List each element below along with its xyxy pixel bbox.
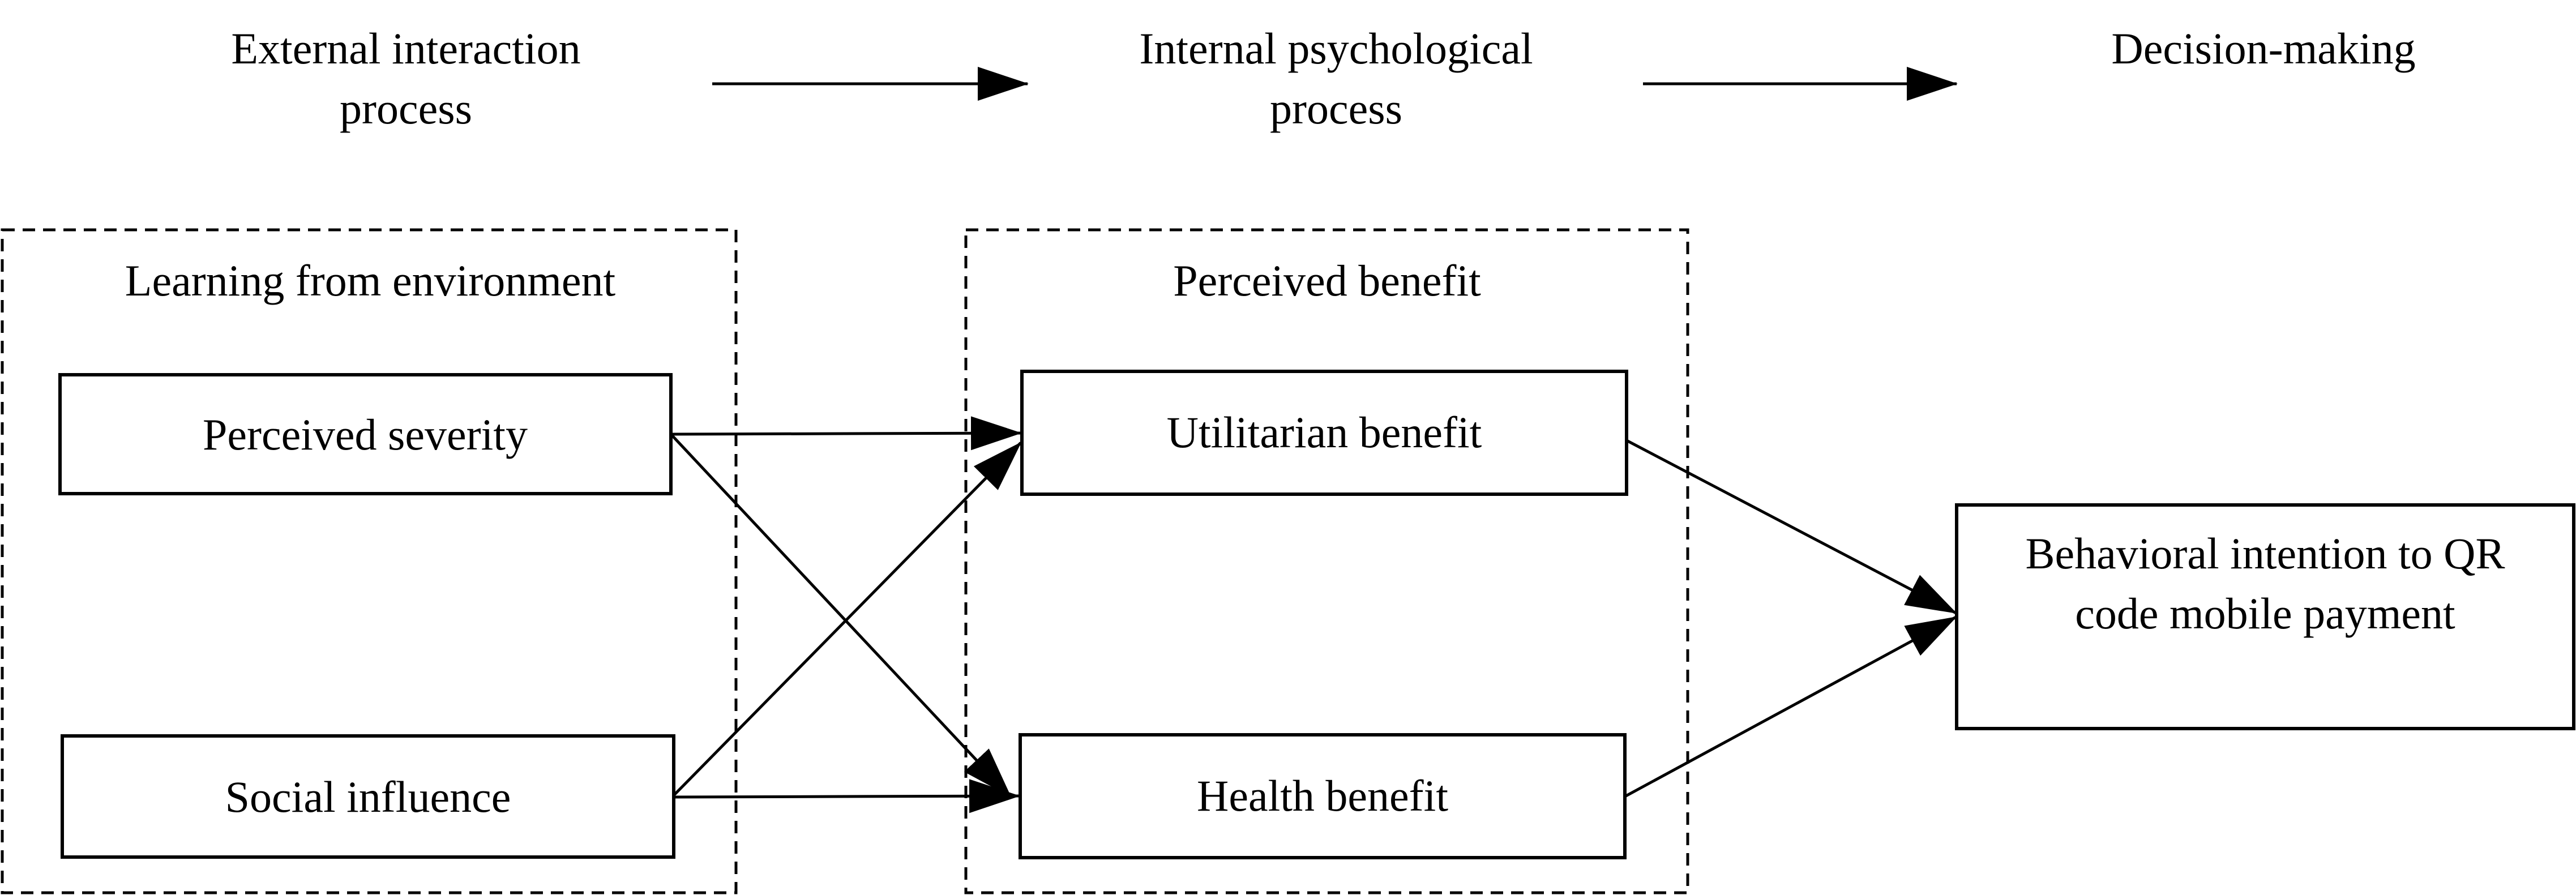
node-social-influence-label: Social influence <box>225 772 511 821</box>
edge-health-to-intention <box>1624 615 1957 798</box>
node-health-benefit-box <box>1019 733 1627 859</box>
group-environment-label: Learning from environment <box>125 256 616 305</box>
edge-severity-to-health <box>670 433 1012 798</box>
stage-internal-line1: Internal psychological <box>1139 24 1533 73</box>
stage-decision: Decision-making <box>2111 24 2415 73</box>
node-behavioral-intention-line1: Behavioral intention to QR <box>2025 529 2505 578</box>
node-perceived-severity-box <box>58 373 673 495</box>
group-environment-border <box>1 228 738 894</box>
edge-social-to-health <box>673 779 1020 813</box>
stage-external-line1: External interaction <box>231 24 580 73</box>
node-behavioral-intention-line2: code mobile payment <box>2075 589 2455 638</box>
node-perceived-severity: Perceived severity <box>58 373 673 495</box>
group-benefit: Perceived benefit <box>964 228 1689 894</box>
group-benefit-label: Perceived benefit <box>1173 256 1481 305</box>
node-social-influence-box <box>61 734 675 859</box>
edge-social-to-utilitarian <box>673 442 1022 796</box>
stage-internal: Internal psychological process <box>1139 24 1533 133</box>
node-utilitarian-benefit-label: Utilitarian benefit <box>1167 408 1482 457</box>
node-utilitarian-benefit-box <box>1020 370 1628 496</box>
stage-internal-line2: process <box>1270 84 1402 133</box>
node-health-benefit-label: Health benefit <box>1197 771 1448 820</box>
node-behavioral-intention: Behavioral intention to QR code mobile p… <box>1955 503 2575 730</box>
stage-external-line2: process <box>340 84 472 133</box>
stage-external: External interaction process <box>231 24 580 133</box>
node-behavioral-intention-box <box>1955 503 2575 730</box>
stage-decision-line1: Decision-making <box>2111 24 2415 73</box>
node-utilitarian-benefit: Utilitarian benefit <box>1020 370 1628 496</box>
edge-utilitarian-to-intention <box>1625 439 1957 615</box>
node-perceived-severity-label: Perceived severity <box>203 410 528 459</box>
edge-severity-to-utilitarian <box>670 416 1022 451</box>
group-environment: Learning from environment <box>1 228 738 894</box>
node-social-influence: Social influence <box>61 734 675 859</box>
node-health-benefit: Health benefit <box>1019 733 1627 859</box>
